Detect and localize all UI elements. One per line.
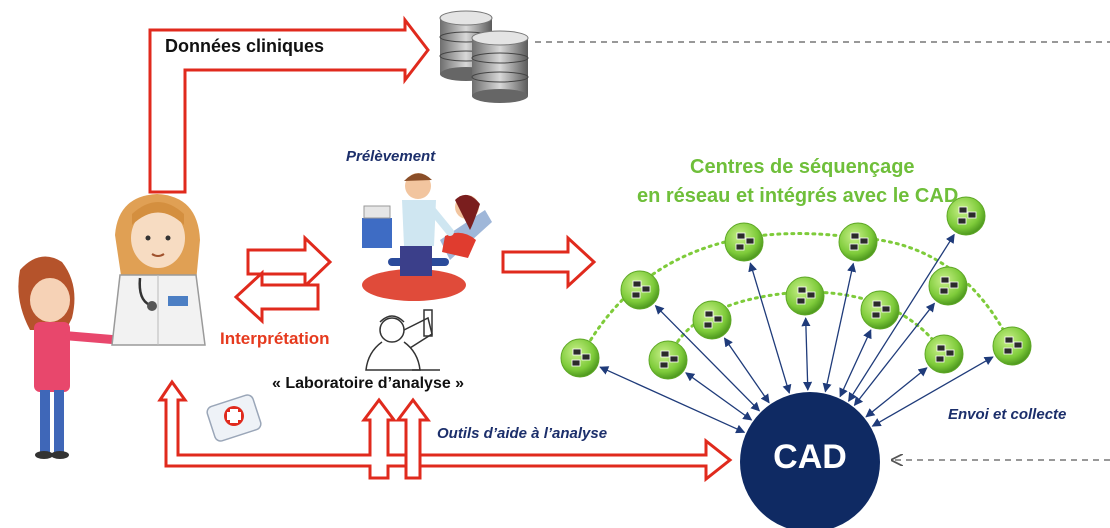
bottom-arrow-system: [157, 379, 733, 483]
sequencer-node-icon: [838, 222, 878, 262]
centres-heading-line2: en réseau et intégrés avec le CAD: [637, 185, 959, 207]
network-spoke: [801, 317, 813, 391]
centres-heading-line1: Centres de séquençage: [690, 156, 915, 178]
sequencer-node-icon: [946, 196, 986, 236]
network-spoke: [865, 367, 928, 418]
network-spoke: [848, 233, 955, 402]
network-spoke: [723, 337, 770, 404]
first-aid-kit-icon: [206, 394, 262, 442]
network-outer-arc: [578, 232, 1014, 360]
sequencer-node-icon: [785, 276, 825, 316]
clinical-data-arrow: [148, 15, 430, 194]
network-spoke: [748, 262, 792, 394]
cad-node: [740, 392, 880, 528]
network-spoke: [839, 329, 872, 398]
sequencer-node-icon: [648, 340, 688, 380]
send-collect-label: Envoi et collecte: [948, 406, 1067, 423]
sequencer-node-icon: [724, 222, 764, 262]
arrow-to-prelevement: [246, 234, 333, 290]
network-spoke: [685, 372, 753, 421]
analysis-tools-label: Outils d’aide à l’analyse: [437, 425, 608, 442]
network-spokes: [599, 233, 994, 434]
sequencer-node-icon: [692, 300, 732, 340]
interpretation-label: Interprétation: [220, 329, 330, 348]
laboratory-label: « Laboratoire d’analyse »: [272, 375, 465, 392]
child-illustration: [18, 256, 123, 459]
sequencer-node-icon: [992, 326, 1032, 366]
lab-up-arrow: [395, 397, 431, 480]
arrow-to-centres: [501, 234, 597, 290]
sequencing-nodes: [560, 196, 1032, 380]
clinical-data-label: Données cliniques: [165, 36, 325, 56]
cad-label: CAD: [773, 438, 847, 476]
sequencer-node-icon: [620, 270, 660, 310]
database-icon: [439, 10, 529, 103]
sequencer-node-icon: [860, 290, 900, 330]
prelevement-label: Prélèvement: [346, 148, 436, 165]
sampling-illustration: [362, 173, 492, 301]
arrow-interpretation: [233, 269, 320, 325]
sequencer-node-icon: [928, 266, 968, 306]
lab-scientist-illustration: [365, 309, 440, 371]
sequencer-node-icon: [560, 338, 600, 378]
doctor-illustration: [111, 194, 206, 346]
sequencer-node-icon: [924, 334, 964, 374]
network-spoke: [822, 262, 857, 393]
